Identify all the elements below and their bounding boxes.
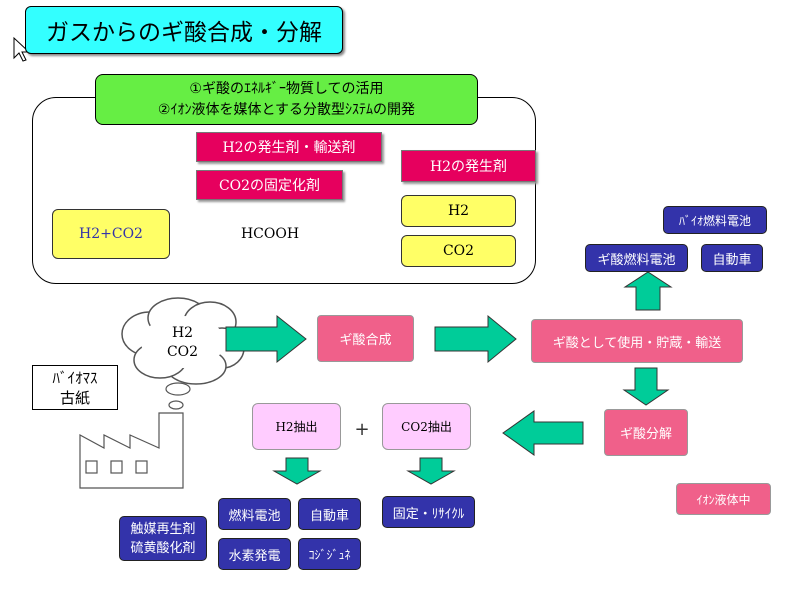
ionic-liquid-box: ｲｵﾝ液体中	[676, 483, 771, 515]
co2-agent-label: CO2の固定化剤	[196, 170, 343, 200]
arrow-down-co2	[406, 457, 456, 485]
h2-agent-label: H2の発生剤・輸送剤	[196, 132, 382, 162]
hcooh-label: HCOOH	[240, 226, 300, 242]
cloud-line-1: H2	[171, 325, 194, 341]
cloud-line-2: CO2	[166, 344, 199, 360]
purpose-note: ①ギ酸のｴﾈﾙｷﾞｰ物質しての活用 ②ｲｵﾝ液体を媒体とする分散型ｼｽﾃﾑの開発	[95, 74, 478, 125]
co2-extract-box: CO2抽出	[382, 403, 471, 450]
synthesis-box: ギ酸合成	[317, 315, 414, 362]
arrow-down-decompose	[622, 367, 670, 406]
arrow-to-synthesis	[225, 314, 307, 364]
h2-generator-label: H2の発生剤	[401, 150, 536, 182]
h2-power-box: 水素発電	[218, 538, 291, 570]
page-title: ガスからのギ酸合成・分解	[25, 6, 343, 54]
use-storage-transport-box: ギ酸として使用・貯蔵・輸送	[531, 319, 743, 363]
input-gas-box: H2+CO2	[52, 209, 170, 259]
fixation-recycle-box: 固定・ﾘｻｲｸﾙ	[382, 496, 475, 528]
catalyst-line-1: 触媒再生剤	[130, 521, 196, 537]
output-co2-box: CO2	[401, 235, 516, 267]
biofuel-cell-box: ﾊﾞｲｵ燃料電池	[663, 206, 767, 234]
car-box: 自動車	[298, 498, 361, 530]
catalyst-line-2: 硫黄酸化剤	[130, 540, 196, 556]
purpose-line-2: ②ｲｵﾝ液体を媒体とする分散型ｼｽﾃﾑの開発	[157, 101, 416, 118]
h2-extract-box: H2抽出	[252, 403, 341, 450]
car-box-top: 自動車	[701, 244, 763, 272]
smoke-puff	[168, 400, 184, 410]
formic-fuel-cell-box: ギ酸燃料電池	[585, 244, 688, 272]
biomass-line-1: ﾊﾞｲｵﾏｽ	[52, 368, 98, 387]
plus-sign: +	[354, 418, 370, 440]
biomass-line-2: 古紙	[59, 388, 90, 407]
arrow-to-use	[434, 314, 517, 364]
catalyst-box: 触媒再生剤 硫黄酸化剤	[119, 516, 207, 561]
cloud-label: H2 CO2	[145, 321, 220, 365]
arrow-left-extract	[502, 410, 584, 456]
arrow-up-apps	[623, 271, 673, 311]
purpose-line-1: ①ギ酸のｴﾈﾙｷﾞｰ物質しての活用	[189, 80, 384, 97]
smoke-puff	[165, 382, 191, 396]
decompose-box: ギ酸分解	[604, 409, 688, 456]
gas-cloud	[121, 297, 245, 385]
fuel-cell-box: 燃料電池	[218, 498, 291, 530]
arrow-down-h2	[272, 457, 322, 485]
factory-icon	[79, 412, 184, 489]
biomass-box: ﾊﾞｲｵﾏｽ 古紙	[32, 365, 118, 410]
output-h2-box: H2	[401, 195, 516, 227]
cogeneration-box: ｺｼﾞｼﾞｭﾈ	[298, 538, 361, 570]
